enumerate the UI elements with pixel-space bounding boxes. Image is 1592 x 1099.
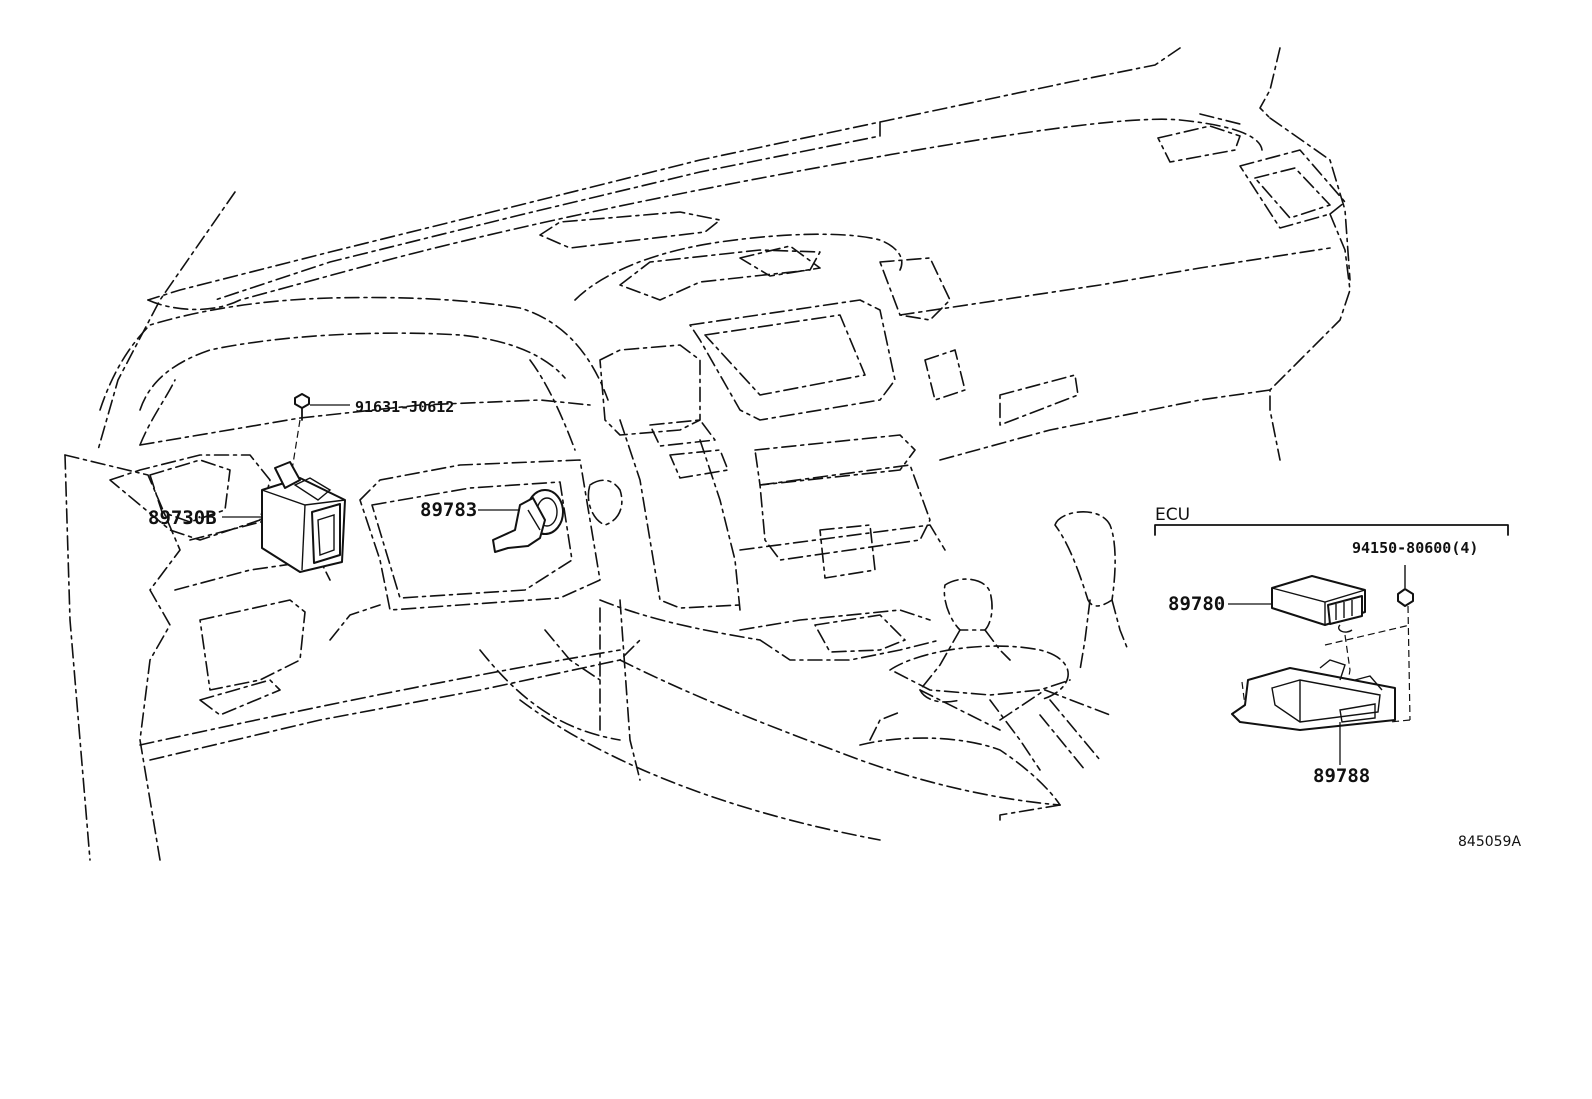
label-94150-80600: 94150-80600(4) bbox=[1352, 539, 1478, 557]
part-89780-drawing bbox=[1228, 575, 1411, 701]
label-diagram-ref-code: 845059A bbox=[1458, 834, 1521, 850]
nut-94150-drawing bbox=[1389, 565, 1414, 723]
part-89730B-drawing bbox=[222, 461, 346, 573]
label-89783: 89783 bbox=[420, 499, 477, 521]
label-89730B: 89730B bbox=[148, 507, 217, 529]
label-89780: 89780 bbox=[1168, 593, 1225, 615]
dashboard-outline bbox=[64, 47, 1351, 861]
label-89788: 89788 bbox=[1313, 765, 1370, 787]
ecu-group-bracket bbox=[1154, 524, 1509, 536]
bolt-91631-drawing bbox=[291, 393, 350, 471]
label-91631-J0612: 91631-J0612 bbox=[355, 398, 454, 416]
part-89788-drawing bbox=[1231, 659, 1396, 765]
part-89783-drawing bbox=[478, 489, 564, 553]
label-ecu-group: ECU bbox=[1155, 505, 1190, 525]
